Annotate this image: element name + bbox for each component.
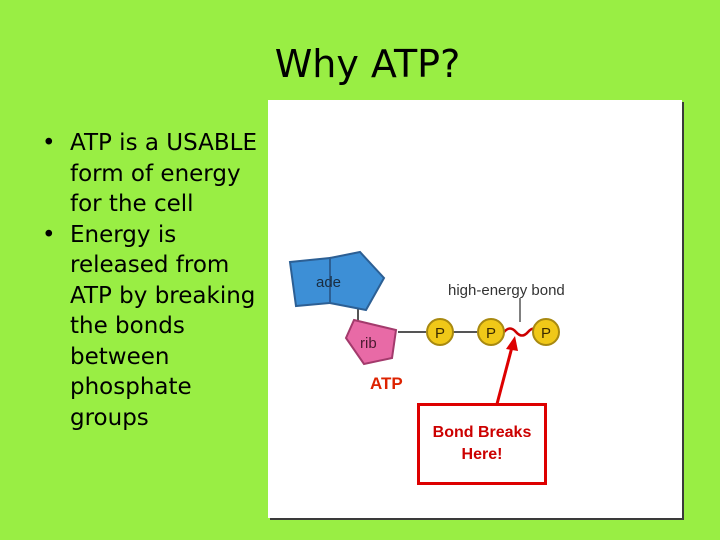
ribose-label: rib xyxy=(360,335,377,352)
bullet-item: • ATP is a USABLE form of energy for the… xyxy=(42,128,272,220)
bullet-list: • ATP is a USABLE form of energy for the… xyxy=(42,128,272,433)
high-energy-bond-label: high-energy bond xyxy=(448,282,565,299)
phosphate-3 xyxy=(532,318,560,346)
phosphate-3-label: P xyxy=(541,325,551,342)
adenine-ring-shape xyxy=(288,256,331,308)
callout-arrow xyxy=(495,346,514,405)
phosphate-1-label: P xyxy=(435,325,445,342)
bullet-text: ATP is a USABLE form of energy for the c… xyxy=(70,130,257,217)
slide-title: Why ATP? xyxy=(274,42,461,86)
bond-breaks-callout: Bond Breaks Here! xyxy=(417,403,547,485)
adenine-label: ade xyxy=(316,274,341,291)
phosphate-2-label: P xyxy=(486,325,496,342)
atp-label: ATP xyxy=(370,374,403,393)
callout-arrowhead xyxy=(506,336,518,351)
phosphate-2 xyxy=(477,318,505,346)
atp-diagram: ade rib P P P high-energy bond ATP Bond … xyxy=(268,100,682,518)
bullet-dot: • xyxy=(42,221,56,248)
phosphate-1 xyxy=(426,318,454,346)
bullet-text: Energy is released from ATP by breaking … xyxy=(70,221,256,431)
bullet-dot: • xyxy=(42,130,56,156)
callout-text-line-2: Here! xyxy=(461,446,503,463)
atp-molecule-illustration: ade rib P P P high-energy bond ATP xyxy=(288,250,565,405)
ribose-shape xyxy=(344,318,398,366)
bullet-item: • Energy is released from ATP by breakin… xyxy=(42,220,272,434)
callout-text-line-1: Bond Breaks xyxy=(432,424,532,441)
